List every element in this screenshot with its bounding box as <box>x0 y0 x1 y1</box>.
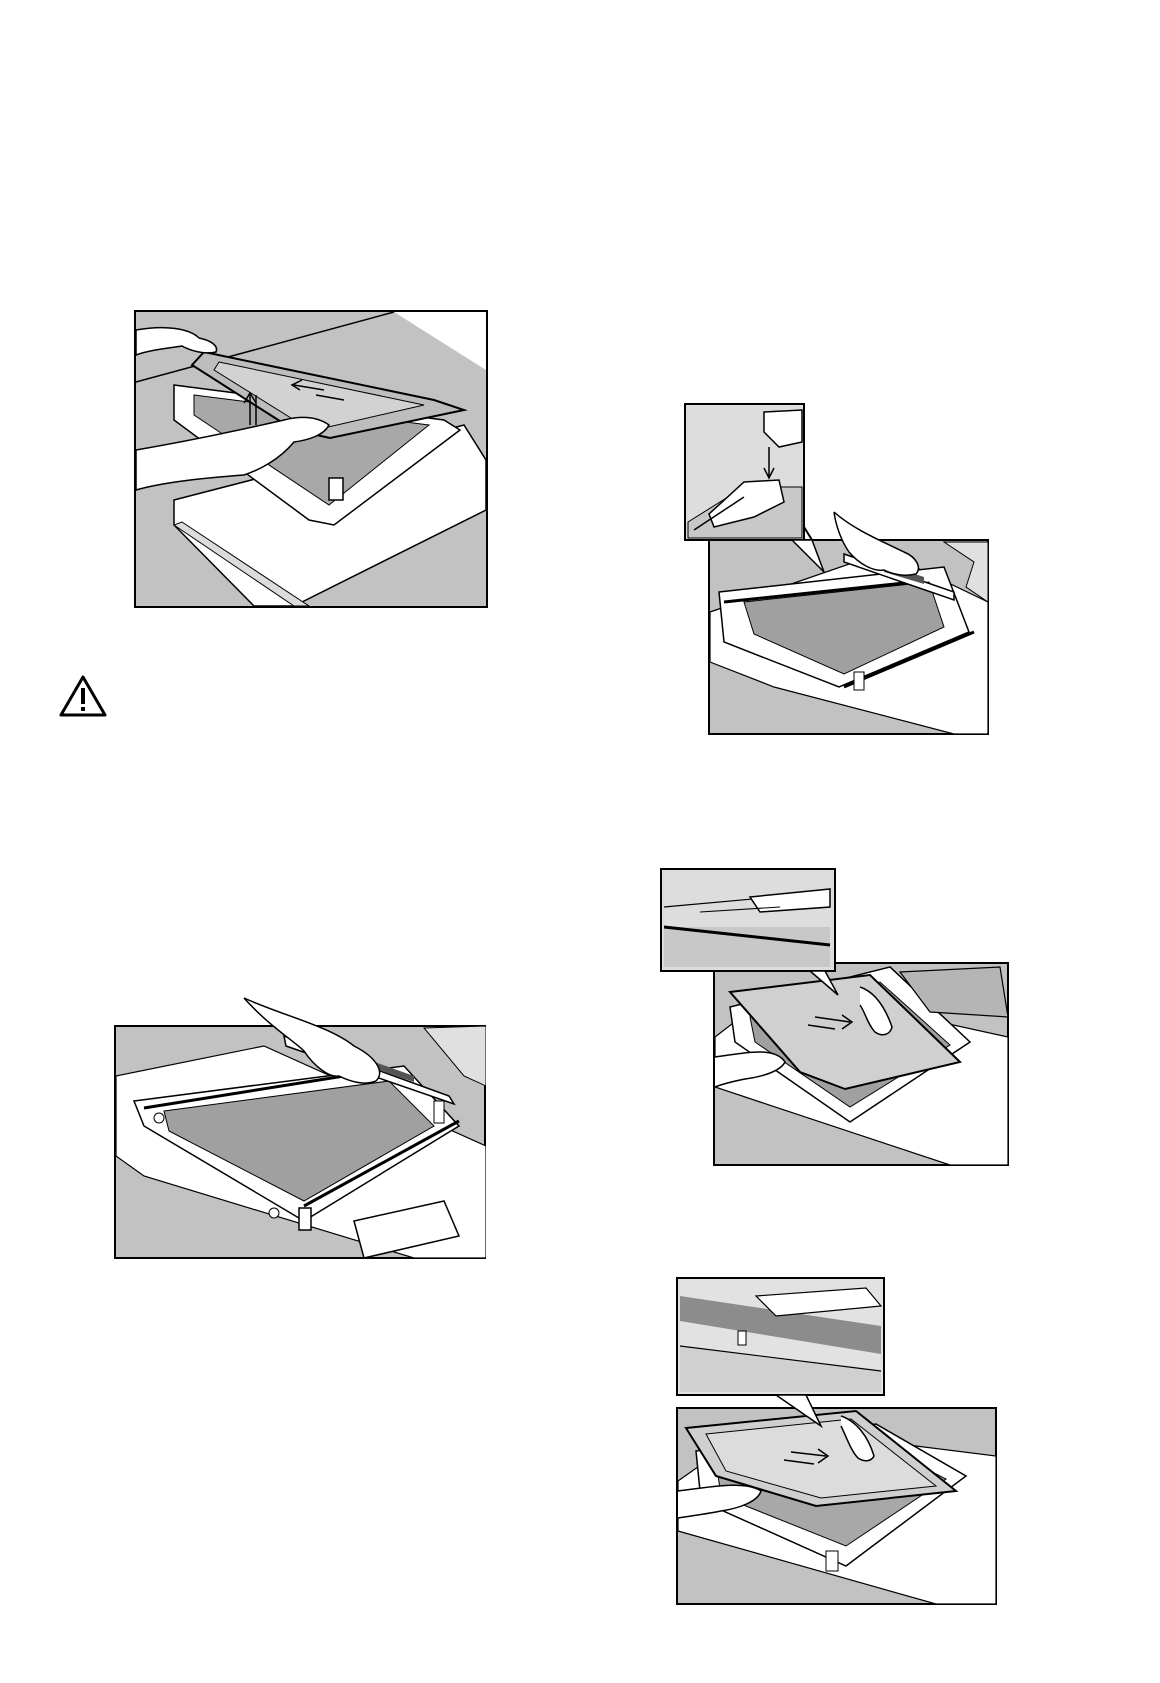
figure-remove-inner-glass <box>134 310 488 608</box>
figure-insert-glass-detail <box>660 867 1010 1167</box>
illustration-fit-bracket <box>114 996 486 1260</box>
warning-triangle-icon <box>58 674 108 718</box>
warning-triangle-icon-svg <box>58 674 108 718</box>
figure-bracket-detail <box>684 402 990 736</box>
figure-fit-bracket <box>114 996 486 1260</box>
figure-slide-glass-detail <box>676 1276 998 1606</box>
illustration-insert-glass <box>660 867 1010 1167</box>
illustration-slide-glass <box>676 1276 998 1606</box>
illustration-lift-glass <box>134 310 488 608</box>
illustration-bracket-detail <box>684 402 990 736</box>
